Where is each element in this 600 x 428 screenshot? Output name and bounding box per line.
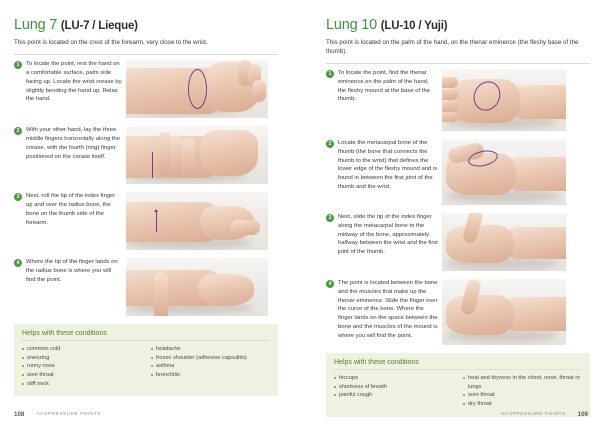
finger-photo bbox=[442, 111, 458, 122]
step-text: To locate the point, find the thenar emi… bbox=[338, 69, 431, 103]
step-number-badge: 2 bbox=[326, 139, 334, 148]
condition-item: painful cough bbox=[334, 391, 453, 400]
steps-list: 1 To locate the point, rest the hand on … bbox=[14, 59, 278, 320]
step-photo bbox=[126, 257, 268, 316]
conditions-title: Helps with these conditions bbox=[22, 330, 270, 341]
radius-marker-line bbox=[156, 211, 158, 232]
condition-item: common cold bbox=[22, 345, 141, 354]
palm-photo bbox=[446, 224, 514, 263]
right-page: Lung 10 (LU-10 / Yuji) This point is loc… bbox=[300, 0, 600, 428]
point-marker-ellipse bbox=[188, 68, 207, 109]
steps-list: 1 To locate the point, find the thenar e… bbox=[326, 68, 590, 349]
condition-item: stiff neck bbox=[22, 380, 141, 389]
step-text: Next, roll the tip of the index finger u… bbox=[26, 192, 116, 226]
point-title-name: Lung 7 bbox=[14, 17, 58, 33]
conditions-box: Helps with these conditions common cold … bbox=[14, 323, 278, 397]
step-item: 3 Next, roll the tip of the index finger… bbox=[14, 191, 278, 254]
step-photo bbox=[126, 59, 268, 120]
divider bbox=[14, 53, 278, 55]
pressing-finger-photo bbox=[154, 271, 168, 316]
page-footer: ACUPRESSURE POINTS 109 bbox=[501, 411, 588, 418]
conditions-column-2: heat and dryness in the chest, nose, thr… bbox=[463, 374, 582, 409]
hand-photo bbox=[200, 129, 258, 176]
step-text: The point is located between the bone an… bbox=[338, 279, 438, 340]
condition-item: sneezing bbox=[22, 354, 141, 363]
step-photo bbox=[442, 138, 566, 207]
step-text: Where the tip of the finger lands on the… bbox=[26, 258, 118, 283]
step-item: 1 To locate the point, find the thenar e… bbox=[326, 68, 590, 135]
direction-arrow-icon bbox=[154, 208, 158, 212]
condition-item: hiccups bbox=[334, 374, 453, 383]
condition-item: headache bbox=[151, 345, 270, 354]
finger-photo bbox=[442, 88, 458, 100]
step-photo bbox=[442, 212, 566, 273]
step-text: With your other hand, lay the three midd… bbox=[26, 126, 120, 160]
step-photo bbox=[442, 68, 566, 133]
step-photo bbox=[126, 191, 268, 252]
palm-photo bbox=[448, 78, 520, 123]
crease-marker-line bbox=[152, 151, 154, 178]
condition-item: frozen shoulder (adhesive capsulitis) bbox=[151, 354, 270, 363]
conditions-column-1: hiccups shortness of breath painful coug… bbox=[334, 374, 453, 409]
step-item: 2 Locate the metacarpal bone of the thum… bbox=[326, 138, 590, 209]
step-item: 4 Where the tip of the finger lands on t… bbox=[14, 257, 278, 320]
step-text: Locate the metacarpal bone of the thumb … bbox=[338, 139, 438, 191]
step-number-badge: 4 bbox=[326, 279, 334, 288]
conditions-column-2: headache frozen shoulder (adhesive capsu… bbox=[151, 345, 270, 388]
condition-item: sore throat bbox=[22, 371, 141, 380]
condition-item: sore throat bbox=[463, 391, 582, 400]
step-photo bbox=[442, 278, 566, 345]
conditions-title: Helps with these conditions bbox=[334, 359, 582, 370]
step-text: To locate the point, rest the hand on a … bbox=[26, 60, 122, 103]
palm-photo bbox=[446, 294, 514, 335]
step-text: Next, slide the tip of the index finger … bbox=[338, 213, 438, 256]
finger-photo bbox=[442, 100, 458, 112]
point-title-code: (LU-7 / Lieque) bbox=[60, 20, 138, 32]
step-number-badge: 1 bbox=[326, 69, 334, 78]
step-item: 3 Next, slide the tip of the index finge… bbox=[326, 212, 590, 275]
step-number-badge: 4 bbox=[14, 258, 22, 267]
conditions-box: Helps with these conditions hiccups shor… bbox=[326, 352, 590, 417]
conditions-column-1: common cold sneezing runny nose sore thr… bbox=[22, 345, 141, 388]
point-title-code: (LU-10 / Yuji) bbox=[380, 20, 448, 32]
page-title: Lung 10 (LU-10 / Yuji) bbox=[326, 17, 590, 34]
point-title-name: Lung 10 bbox=[326, 17, 378, 33]
fingers-overlay-photo bbox=[158, 131, 171, 176]
step-number-badge: 3 bbox=[326, 213, 334, 222]
divider bbox=[326, 62, 590, 64]
folio-number: 108 bbox=[14, 411, 25, 418]
condition-item: bronchitis bbox=[151, 371, 270, 380]
condition-item: asthma bbox=[151, 362, 270, 371]
condition-item: shortness of breath bbox=[334, 383, 453, 392]
fingers-overlay-photo bbox=[182, 137, 195, 178]
page-title: Lung 7 (LU-7 / Lieque) bbox=[14, 17, 278, 34]
condition-item: runny nose bbox=[22, 362, 141, 371]
running-head: ACUPRESSURE POINTS bbox=[500, 412, 566, 417]
step-item: 4 The point is located between the bone … bbox=[326, 278, 590, 349]
finger-photo bbox=[252, 79, 266, 102]
page-footer: 108 ACUPRESSURE POINTS bbox=[14, 411, 101, 418]
step-number-badge: 2 bbox=[14, 126, 22, 135]
point-intro: This point is located on the crest of th… bbox=[14, 38, 208, 46]
thumb-photo bbox=[230, 219, 260, 235]
point-intro: This point is located on the palm of the… bbox=[326, 38, 579, 55]
running-head: ACUPRESSURE POINTS bbox=[36, 412, 102, 417]
folio-number: 109 bbox=[577, 411, 588, 418]
condition-item: heat and dryness in the chest, nose, thr… bbox=[463, 374, 582, 391]
left-page: Lung 7 (LU-7 / Lieque) This point is loc… bbox=[14, 17, 278, 418]
step-number-badge: 1 bbox=[14, 60, 22, 69]
step-photo bbox=[126, 125, 268, 186]
finger-photo bbox=[442, 76, 458, 88]
step-number-badge: 3 bbox=[14, 192, 22, 201]
hand-photo bbox=[198, 273, 254, 306]
condition-item: dry throat bbox=[463, 400, 582, 409]
step-item: 1 To locate the point, rest the hand on … bbox=[14, 59, 278, 122]
fingers-overlay-photo bbox=[170, 134, 183, 177]
step-item: 2 With your other hand, lay the three mi… bbox=[14, 125, 278, 188]
